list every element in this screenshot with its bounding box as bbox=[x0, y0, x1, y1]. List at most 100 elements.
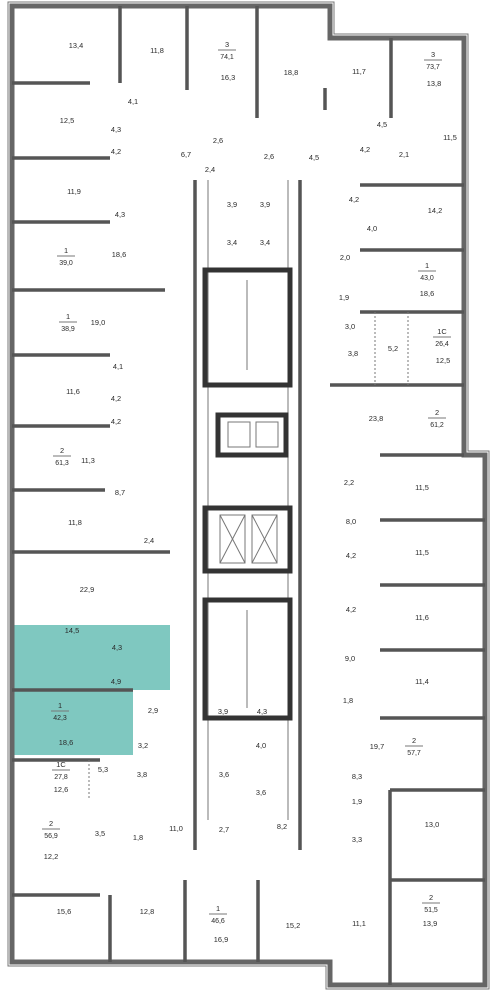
svg-text:61,3: 61,3 bbox=[55, 460, 69, 467]
room-r66: 4,0 bbox=[256, 741, 266, 750]
room-r85: 16,9 bbox=[214, 935, 228, 944]
room-r50: 4,2 bbox=[346, 551, 356, 560]
room-r7: 4,1 bbox=[128, 97, 138, 106]
svg-text:1: 1 bbox=[425, 261, 429, 270]
svg-text:57,7: 57,7 bbox=[407, 750, 421, 757]
svg-text:1С: 1С bbox=[56, 760, 66, 769]
room-r1: 13,4 bbox=[69, 41, 83, 50]
svg-text:1: 1 bbox=[216, 904, 220, 913]
room-r14: 2,6 bbox=[264, 152, 274, 161]
room-r3: 16,3 bbox=[221, 73, 235, 82]
room-r11: 2,6 bbox=[213, 136, 223, 145]
room-r62: 2,9 bbox=[148, 706, 158, 715]
building-core bbox=[202, 267, 293, 721]
room-r32: 1,9 bbox=[339, 293, 349, 302]
room-r82: 12,2 bbox=[44, 852, 58, 861]
room-r67: 3,2 bbox=[138, 741, 148, 750]
room-r71: 8,3 bbox=[352, 772, 362, 781]
svg-text:74,1: 74,1 bbox=[220, 54, 234, 61]
room-r56: 4,3 bbox=[112, 643, 122, 652]
apartment-a6[interactable]: 1С 26,4 bbox=[433, 327, 451, 348]
apartment-a9[interactable]: 1 42,3 bbox=[51, 701, 69, 722]
svg-text:27,8: 27,8 bbox=[54, 774, 68, 781]
room-r86: 15,2 bbox=[286, 921, 300, 930]
room-r10: 4,2 bbox=[111, 147, 121, 156]
room-r18: 4,2 bbox=[360, 145, 370, 154]
room-r9: 4,3 bbox=[111, 125, 121, 134]
room-r24: 4,2 bbox=[349, 195, 359, 204]
svg-text:46,6: 46,6 bbox=[211, 918, 225, 925]
room-r12: 6,7 bbox=[181, 150, 191, 159]
svg-text:3: 3 bbox=[225, 40, 229, 49]
room-r34: 3,0 bbox=[345, 322, 355, 331]
room-r61: 18,6 bbox=[59, 738, 73, 747]
room-r37: 12,5 bbox=[436, 356, 450, 365]
apartment-a12[interactable]: 2 56,9 bbox=[42, 819, 60, 840]
room-r26: 4,0 bbox=[367, 224, 377, 233]
room-r60: 1,8 bbox=[343, 696, 353, 705]
room-r48: 8,0 bbox=[346, 517, 356, 526]
room-r28: 3,4 bbox=[260, 238, 270, 247]
svg-text:2: 2 bbox=[49, 819, 53, 828]
room-r72: 12,6 bbox=[54, 785, 68, 794]
room-r33: 19,0 bbox=[91, 318, 105, 327]
svg-text:26,4: 26,4 bbox=[435, 341, 449, 348]
room-r4: 18,8 bbox=[284, 68, 298, 77]
svg-text:61,2: 61,2 bbox=[430, 422, 444, 429]
svg-text:56,9: 56,9 bbox=[44, 833, 58, 840]
room-r64: 4,3 bbox=[257, 707, 267, 716]
apartment-a8[interactable]: 2 61,3 bbox=[53, 446, 71, 467]
room-r68: 5,3 bbox=[98, 765, 108, 774]
room-r77: 1,8 bbox=[133, 833, 143, 842]
svg-text:1: 1 bbox=[58, 701, 62, 710]
apartment-a10[interactable]: 2 57,7 bbox=[405, 736, 423, 757]
room-r58: 4,9 bbox=[111, 677, 121, 686]
room-r88: 13,9 bbox=[423, 919, 437, 928]
room-r20: 11,9 bbox=[67, 187, 81, 196]
room-labels: 13,4 11,8 16,3 18,8 11,7 13,8 4,1 12,5 4… bbox=[44, 41, 457, 944]
room-r6: 13,8 bbox=[427, 79, 441, 88]
svg-text:1: 1 bbox=[64, 246, 68, 255]
room-r73: 3,6 bbox=[256, 788, 266, 797]
room-r25: 14,2 bbox=[428, 206, 442, 215]
apartment-a14[interactable]: 1 46,6 bbox=[209, 904, 227, 925]
apartment-a13[interactable]: 2 51,5 bbox=[422, 893, 440, 914]
room-r36: 3,8 bbox=[348, 349, 358, 358]
room-r15: 4,5 bbox=[309, 153, 319, 162]
room-r81: 3,3 bbox=[352, 835, 362, 844]
room-r45: 8,7 bbox=[115, 488, 125, 497]
svg-text:2: 2 bbox=[429, 893, 433, 902]
room-r13: 2,4 bbox=[205, 165, 215, 174]
room-r51: 11,5 bbox=[415, 548, 429, 557]
room-r69: 3,8 bbox=[137, 770, 147, 779]
room-r42: 4,2 bbox=[111, 417, 121, 426]
room-r55: 14,5 bbox=[65, 626, 79, 635]
room-r74: 1,9 bbox=[352, 797, 362, 806]
room-r70: 3,6 bbox=[219, 770, 229, 779]
apartment-a5[interactable]: 1 38,9 bbox=[59, 312, 77, 333]
interior-walls bbox=[12, 6, 485, 985]
apartment-a1[interactable]: 3 74,1 bbox=[218, 40, 236, 61]
room-r8: 12,5 bbox=[60, 116, 74, 125]
svg-text:3: 3 bbox=[431, 50, 435, 59]
apartment-a2[interactable]: 3 73,7 bbox=[424, 50, 442, 71]
room-r75: 13,0 bbox=[425, 820, 439, 829]
apartment-a11[interactable]: 1С 27,8 bbox=[52, 760, 70, 781]
room-r49: 2,4 bbox=[144, 536, 154, 545]
svg-text:39,0: 39,0 bbox=[59, 260, 73, 267]
room-r35: 5,2 bbox=[388, 344, 398, 353]
room-r5: 11,7 bbox=[352, 67, 366, 76]
apartment-a3[interactable]: 1 39,0 bbox=[57, 246, 75, 267]
room-r27: 3,4 bbox=[227, 238, 237, 247]
svg-text:51,5: 51,5 bbox=[424, 907, 438, 914]
apartment-a4[interactable]: 1 43,0 bbox=[418, 261, 436, 282]
room-r52: 22,9 bbox=[80, 585, 94, 594]
room-r16: 4,5 bbox=[377, 120, 387, 129]
room-r46: 11,5 bbox=[415, 483, 429, 492]
apartment-a7[interactable]: 2 61,2 bbox=[428, 408, 446, 429]
room-r53: 4,2 bbox=[346, 605, 356, 614]
svg-text:42,3: 42,3 bbox=[53, 715, 67, 722]
svg-text:1С: 1С bbox=[437, 327, 447, 336]
svg-text:1: 1 bbox=[66, 312, 70, 321]
room-r84: 12,8 bbox=[140, 907, 154, 916]
